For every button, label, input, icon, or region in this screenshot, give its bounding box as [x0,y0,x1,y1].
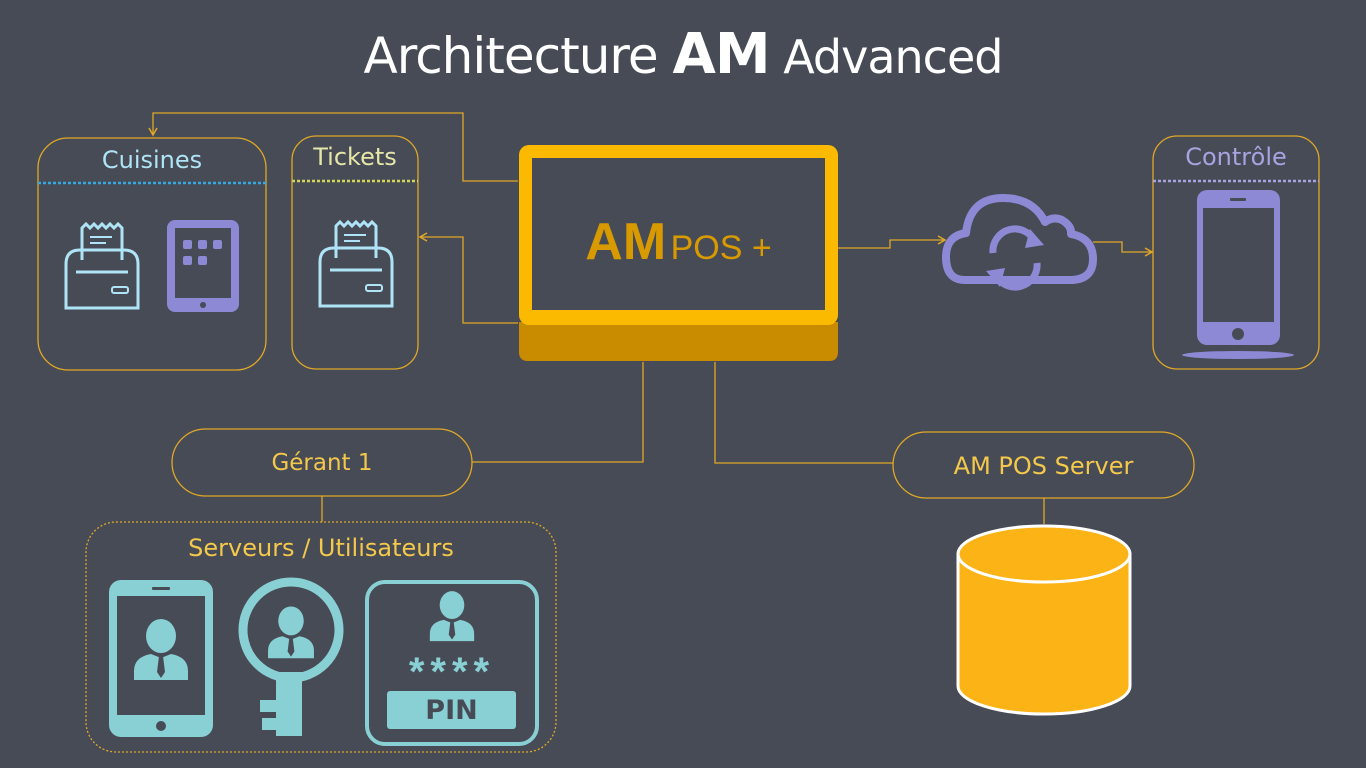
tablet-icon [167,220,239,312]
cuisines-box [37,137,267,371]
controle-box [1152,135,1320,370]
server-pill [892,431,1195,499]
ticket-printer-icon [318,219,394,308]
pos-product: POS + [670,229,772,267]
pin-user-icon [365,580,539,746]
serveurs-box [85,521,557,753]
pos-monitor-icon [519,145,838,361]
controle-group [1152,135,1320,370]
pin-mask: **** [408,650,496,694]
key-user-icon [238,577,344,736]
tickets-box [291,135,419,370]
page-title: Architecture AM Advanced [0,22,1366,87]
kitchen-printer-icon [64,221,140,310]
connector-cloud-controle [1093,241,1154,257]
connector-pos-cloud [838,235,947,249]
connector-lines [148,112,1154,524]
connector-pos-tickets [418,232,518,324]
monitor-screen [532,158,825,310]
monitor-base [519,322,838,361]
cloud-sync-icon [942,194,1097,291]
smartphone-icon [1182,190,1294,359]
mobile-user-icon [109,580,213,737]
pin-text: PIN [425,695,478,726]
pin-badge [387,691,516,729]
cuisines-group [37,137,267,371]
gerant-pill [171,428,473,497]
serveurs-group [85,521,557,753]
pos-brand: AM [585,213,667,271]
title-part-3: Advanced [769,30,1003,84]
server-label: AM POS Server [953,452,1134,480]
pos-label: AM POS + [532,212,825,272]
tickets-group [291,135,419,370]
connector-pos-gerant [472,362,644,463]
connector-pos-server [714,362,893,464]
serveurs-label: Serveurs / Utilisateurs [188,534,454,562]
tickets-label: Tickets [313,143,397,171]
cuisines-label: Cuisines [101,146,203,174]
connector-pos-cuisines [148,112,518,182]
database-icon [956,524,1132,716]
gerant-label: Gérant 1 [271,450,373,476]
title-part-1: Architecture [363,27,673,85]
title-brand: AM [672,22,771,87]
controle-label: Contrôle [1185,143,1287,171]
